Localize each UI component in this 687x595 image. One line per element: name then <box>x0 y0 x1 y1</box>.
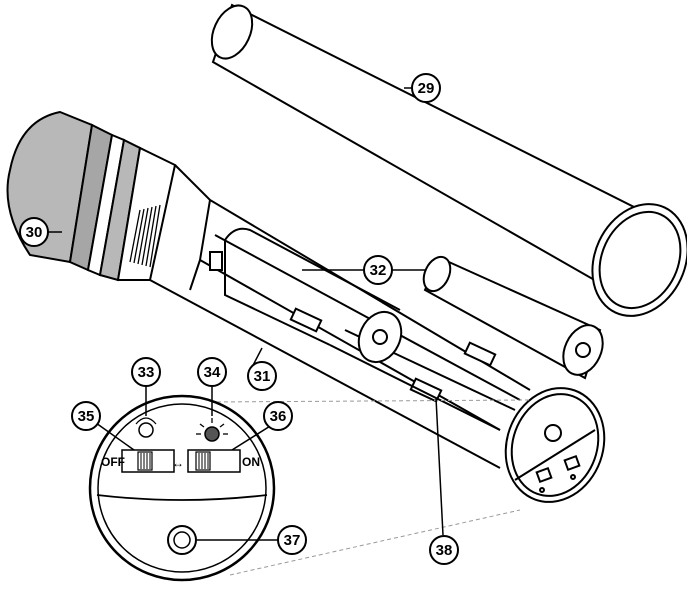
on-label: ON <box>242 455 260 469</box>
svg-text:31: 31 <box>254 368 271 385</box>
callout-37: 37 <box>278 526 306 554</box>
svg-text:30: 30 <box>26 224 43 241</box>
callout-29: 29 <box>412 74 440 102</box>
callout-31: 31 <box>248 362 276 390</box>
battery-led <box>139 423 153 437</box>
switch-detail-zoom: OFF ↔ ON <box>90 396 274 580</box>
off-label: OFF <box>101 455 125 469</box>
svg-text:32: 32 <box>370 262 387 279</box>
svg-text:33: 33 <box>138 364 155 381</box>
callout-34: 34 <box>198 358 226 386</box>
power-led <box>205 427 219 441</box>
callout-30: 30 <box>20 218 48 246</box>
callout-36: 36 <box>264 402 292 430</box>
callout-38: 38 <box>430 536 458 564</box>
callout-35: 35 <box>72 402 100 430</box>
switch-arrow: ↔ <box>172 456 184 470</box>
svg-text:38: 38 <box>436 542 453 559</box>
svg-text:36: 36 <box>270 408 287 425</box>
svg-text:37: 37 <box>284 532 301 549</box>
callout-32: 32 <box>364 256 392 284</box>
svg-text:29: 29 <box>418 80 435 97</box>
callout-33: 33 <box>132 358 160 386</box>
svg-text:34: 34 <box>204 364 221 381</box>
svg-text:35: 35 <box>78 408 95 425</box>
microphone-grille-head <box>8 112 176 280</box>
audio-jack <box>168 526 196 554</box>
